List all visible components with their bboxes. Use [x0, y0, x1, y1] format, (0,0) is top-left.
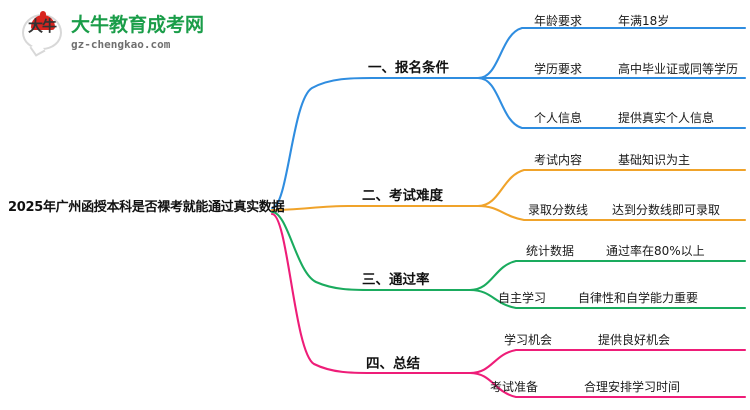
- mindmap-branch-4-child-1-detail[interactable]: 提供良好机会: [598, 333, 671, 347]
- logo-mark-icon: 大牛: [22, 11, 64, 54]
- connector-branch-1-to-child-1: [476, 26, 747, 80]
- connector-root-to-branch-1: [270, 76, 480, 210]
- connector-branch-4-to-child-1: [468, 348, 747, 375]
- mindmap-branch-2-child-1-detail[interactable]: 基础知识为主: [618, 153, 691, 167]
- mindmap-branch-3-child-1-label[interactable]: 统计数据: [526, 244, 575, 258]
- logo-wordmark: 大牛教育成考网 gz-chengkao.com: [71, 14, 205, 51]
- mindmap-branch-4-child-2-detail[interactable]: 合理安排学习时间: [584, 380, 681, 394]
- mindmap-branch-1-child-3-detail[interactable]: 提供真实个人信息: [618, 111, 715, 125]
- logo-mark-text: 大牛: [27, 17, 57, 35]
- mindmap-branch-2-child-2-detail[interactable]: 达到分数线即可录取: [612, 203, 721, 217]
- mindmap-branch-3-child-2-label[interactable]: 自主学习: [498, 291, 547, 305]
- connector-branch-2-to-child-2: [476, 204, 747, 222]
- mindmap-branch-2-child-2-label[interactable]: 录取分数线: [528, 203, 589, 217]
- logo-url: gz-chengkao.com: [71, 38, 171, 51]
- mindmap-branch-1-child-1-detail[interactable]: 年满18岁: [618, 14, 670, 28]
- red-cap-shape: [31, 11, 55, 30]
- site-logo: 大牛 大牛教育成考网 gz-chengkao.com: [22, 10, 212, 56]
- connector-branch-3-to-child-2: [468, 288, 747, 310]
- mindmap-branch-3-child-2-detail[interactable]: 自律性和自学能力重要: [578, 291, 699, 305]
- logo-name-cn: 大牛教育成考网: [71, 14, 205, 36]
- connector-root-to-branch-2: [270, 204, 480, 212]
- mindmap-branch-1-child-2-detail[interactable]: 高中毕业证或同等学历: [618, 62, 739, 76]
- mindmap-branch-1-child-3-label[interactable]: 个人信息: [534, 111, 583, 125]
- connector-branch-2-to-child-1: [476, 168, 747, 208]
- mindmap-branch-4-child-2-label[interactable]: 考试准备: [490, 380, 539, 394]
- connector-root-to-branch-3: [270, 210, 472, 292]
- connector-branch-1-to-child-3: [476, 76, 747, 130]
- mindmap-branch-1-child-2-label[interactable]: 学历要求: [534, 62, 583, 76]
- mindmap-branch-2-child-1-label[interactable]: 考试内容: [534, 153, 583, 167]
- connector-branch-4-to-child-2: [468, 371, 747, 399]
- mindmap-branch-1-child-1-label[interactable]: 年龄要求: [534, 14, 583, 28]
- mindmap-branch-4-child-1-label[interactable]: 学习机会: [504, 333, 553, 347]
- connector-branch-3-to-child-1: [468, 259, 747, 292]
- mindmap-branch-2[interactable]: 二、考试难度: [362, 188, 443, 204]
- connector-root-to-branch-4: [270, 212, 472, 375]
- mindmap-branch-3[interactable]: 三、通过率: [362, 272, 430, 288]
- mindmap-root-node[interactable]: 2025年广州函授本科是否裸考就能通过真实数据: [8, 200, 285, 215]
- mindmap-branch-1[interactable]: 一、报名条件: [368, 60, 449, 76]
- mindmap-branch-4[interactable]: 四、总结: [366, 356, 420, 372]
- mindmap-branch-3-child-1-detail[interactable]: 通过率在80%以上: [606, 244, 705, 258]
